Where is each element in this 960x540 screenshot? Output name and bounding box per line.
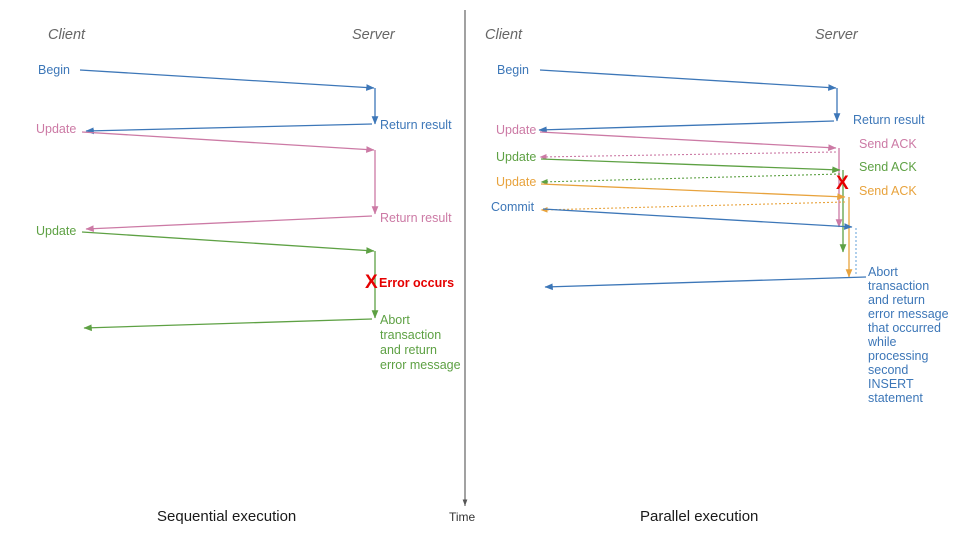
arrow-update-p3-request bbox=[540, 183, 846, 201]
panel-sequential: Client Server Begin Return result Update… bbox=[36, 27, 461, 525]
abort-note-parallel: Abort transaction and return error messa… bbox=[867, 265, 952, 405]
caption-parallel: Parallel execution bbox=[640, 508, 758, 525]
label-client-update-2: Update bbox=[36, 224, 76, 238]
error-x-icon: X bbox=[365, 272, 378, 293]
label-server-return-result-2: Return result bbox=[380, 211, 452, 225]
label-error-occurs: Error occurs bbox=[379, 276, 454, 290]
abort-note-sequential: Abort transaction and return error messa… bbox=[380, 313, 461, 372]
arrow-ack-1-dotted bbox=[539, 151, 837, 160]
label-client-update-p3: Update bbox=[496, 175, 536, 189]
label-client-update-1: Update bbox=[36, 122, 76, 136]
label-server-return-result-1: Return result bbox=[380, 118, 452, 132]
label-client-begin-2: Begin bbox=[497, 63, 529, 77]
label-send-ack-1: Send ACK bbox=[859, 137, 917, 151]
panel-parallel: Client Server Begin Return result Update… bbox=[485, 27, 952, 525]
arrow-return-result-3 bbox=[538, 120, 835, 134]
time-axis-label: Time bbox=[449, 510, 476, 524]
lane-title-server: Server bbox=[352, 27, 396, 43]
label-client-commit: Commit bbox=[491, 200, 535, 214]
arrow-abort-return-2 bbox=[544, 276, 867, 291]
arrow-update-p1-request bbox=[539, 131, 837, 151]
arrow-begin-request bbox=[79, 69, 375, 91]
arrow-update-p2-request bbox=[540, 158, 841, 174]
arrow-update-1-request bbox=[81, 131, 375, 153]
caption-sequential: Sequential execution bbox=[157, 508, 296, 525]
arrow-ack-3-dotted bbox=[540, 201, 846, 213]
label-send-ack-3: Send ACK bbox=[859, 184, 917, 198]
label-client-update-p1: Update bbox=[496, 123, 536, 137]
arrow-return-result-1 bbox=[85, 123, 373, 135]
arrow-abort-return bbox=[83, 318, 373, 332]
arrow-ack-2-dotted bbox=[540, 173, 841, 185]
arrow-commit-request bbox=[542, 208, 853, 230]
arrow-begin-request-2 bbox=[539, 69, 837, 91]
label-server-return-result-3: Return result bbox=[853, 113, 925, 127]
label-client-begin: Begin bbox=[38, 63, 70, 77]
label-send-ack-2: Send ACK bbox=[859, 160, 917, 174]
lane-title-client-2: Client bbox=[485, 27, 523, 43]
label-client-update-p2: Update bbox=[496, 150, 536, 164]
arrow-update-2-request bbox=[81, 231, 375, 254]
error-x-icon-2: X bbox=[836, 173, 849, 194]
lane-title-server-2: Server bbox=[815, 27, 859, 43]
lane-title-client: Client bbox=[48, 27, 86, 43]
arrow-return-result-2 bbox=[85, 215, 373, 233]
